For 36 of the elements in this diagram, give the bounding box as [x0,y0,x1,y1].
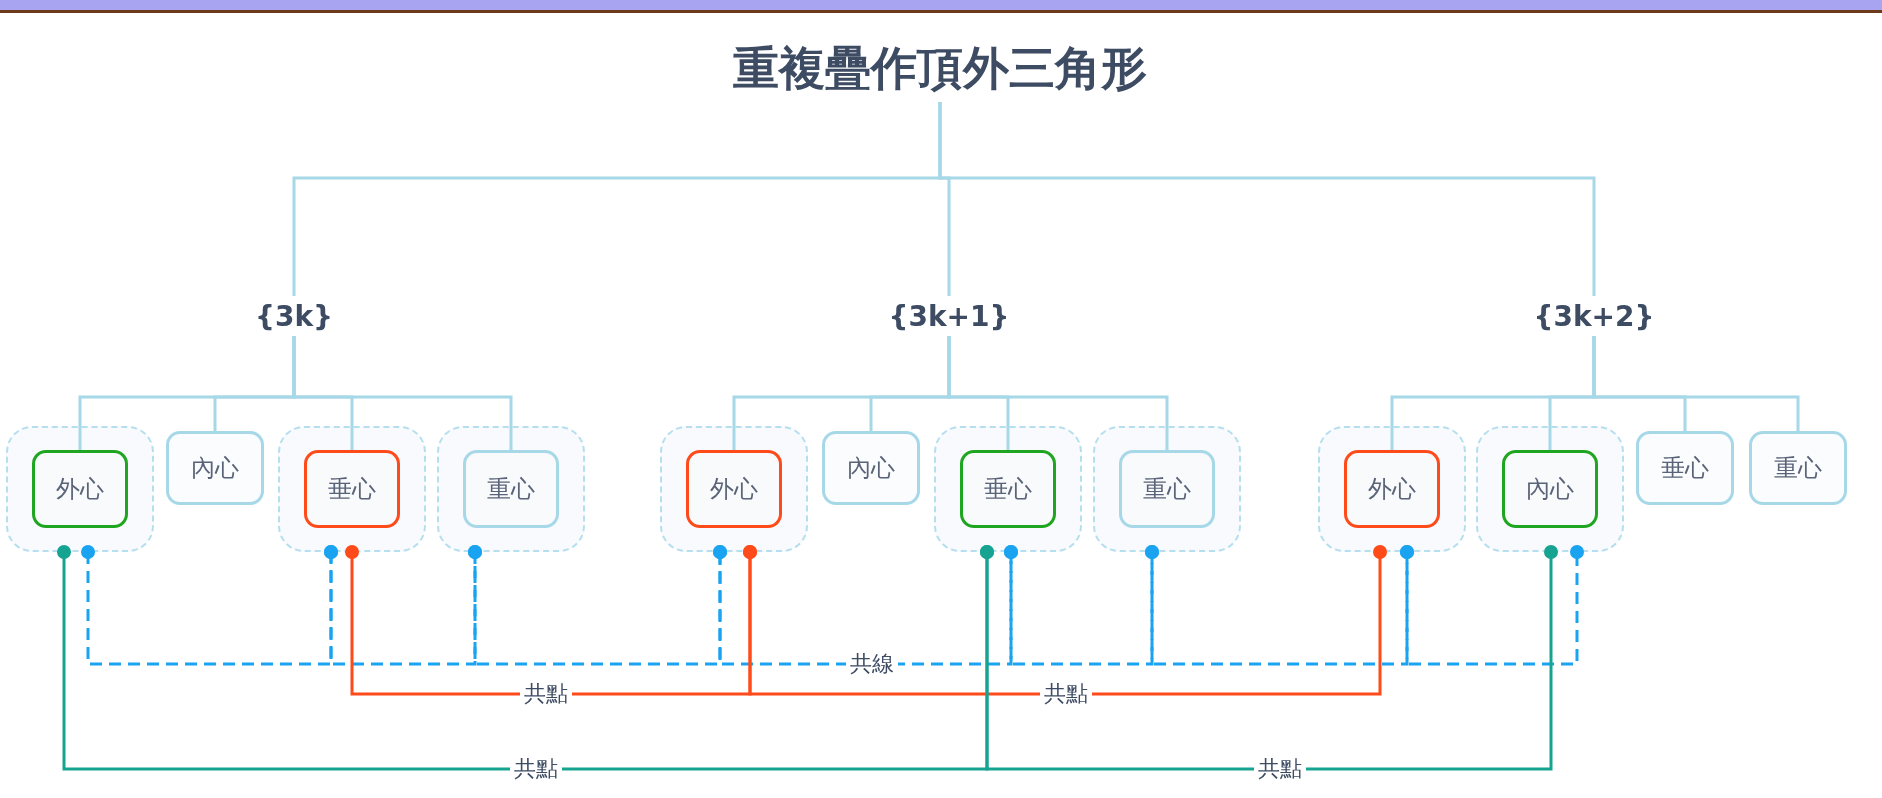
dashed-group-box [278,426,426,552]
edge-label: 共線 [846,651,898,677]
group-label: {3k+1} [874,296,1024,336]
edge-label: 共點 [510,756,562,782]
tree-line [292,336,513,450]
dashed-group-box [1318,426,1466,552]
connector-line [980,545,1558,771]
group-label: {3k+2} [1514,296,1674,336]
group-label: {3k} [234,296,354,336]
dashed-group-box [660,426,808,552]
connector-line [743,545,1387,696]
tree-line [947,336,1169,450]
edge-label: 共點 [1254,756,1306,782]
center-box: 重心 [463,450,559,528]
center-box: 垂心 [1636,431,1734,505]
tree-line [938,102,1596,296]
center-box: 垂心 [960,450,1056,528]
center-box: 內心 [166,431,264,505]
dashed-group-box [437,426,585,552]
edge-label: 共點 [1040,681,1092,707]
dashed-group-box [6,426,154,552]
tree-line [1592,336,1800,431]
center-box: 外心 [686,450,782,528]
dashed-group-box [1093,426,1241,552]
center-box: 外心 [32,450,128,528]
center-box: 內心 [822,431,920,505]
edge-label: 共點 [520,681,572,707]
dashed-group-box [934,426,1082,552]
center-box: 外心 [1344,450,1440,528]
connector-line [1400,545,1584,666]
center-box: 重心 [1119,450,1215,528]
dashed-group-box [1476,426,1624,552]
title: 重複疊作頂外三角形 [640,36,1240,102]
center-box: 垂心 [304,450,400,528]
center-box: 內心 [1502,450,1598,528]
center-box: 重心 [1749,431,1847,505]
